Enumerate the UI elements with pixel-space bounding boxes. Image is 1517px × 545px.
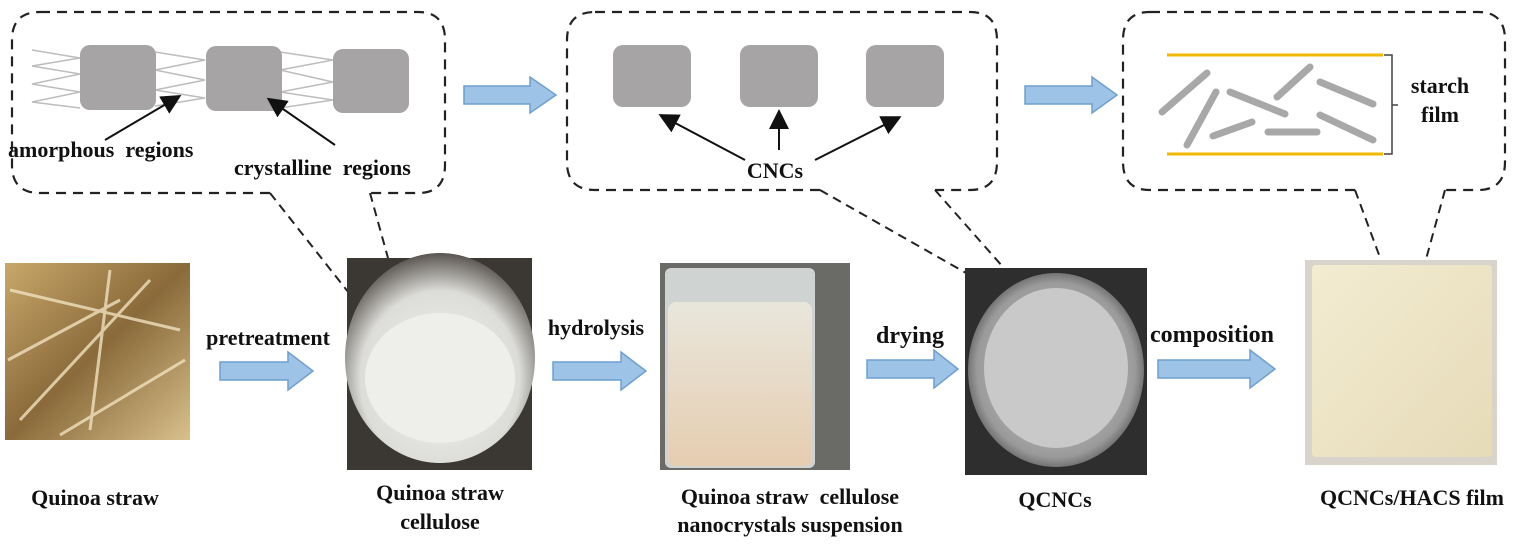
- crystalline-block: [333, 49, 409, 113]
- cncs-label: CNCs: [747, 158, 804, 183]
- process-label-pretreatment: pretreatment: [206, 325, 330, 350]
- crystalline-block: [80, 45, 156, 110]
- cellulose-bowl-photo: [345, 253, 535, 470]
- qcncs-dish-photo: [965, 268, 1147, 475]
- step-label-film: QCNCs/HACS film: [1320, 485, 1504, 510]
- cnc-block: [613, 45, 691, 107]
- block-arrow-right: [552, 350, 648, 392]
- starch-film-callout: starch film: [1121, 10, 1507, 192]
- block-arrow-right: [866, 348, 960, 390]
- cnc-block: [866, 45, 944, 107]
- block-arrow-right: [1024, 75, 1119, 115]
- process-label-hydrolysis: hydrolysis: [548, 315, 645, 340]
- bracket: [1384, 54, 1398, 155]
- block-arrow-right: [1157, 348, 1277, 390]
- quinoa-straw-photo: [5, 263, 190, 440]
- cnc-block: [740, 45, 818, 107]
- starch-label: starch: [1411, 73, 1469, 98]
- process-label-composition: composition: [1150, 322, 1274, 348]
- step-label-qcncs: QCNCs: [1018, 487, 1092, 512]
- amorphous-regions-label: amorphous regions: [8, 137, 194, 162]
- step-label-suspension-2: nanocrystals suspension: [677, 512, 903, 537]
- film-photo: [1305, 260, 1497, 465]
- film-label: film: [1421, 102, 1459, 127]
- amorphous-fibrils: [31, 49, 334, 109]
- step-label-cellulose-1: Quinoa straw: [376, 480, 504, 505]
- step-label-cellulose-2: cellulose: [400, 509, 480, 534]
- block-arrow-right: [219, 350, 315, 392]
- step-label-suspension-1: Quinoa straw cellulose: [681, 484, 899, 509]
- crystalline-block: [206, 46, 282, 111]
- fiber-callout: amorphous regions crystalline regions: [8, 10, 447, 195]
- crystalline-regions-label: crystalline regions: [234, 155, 411, 180]
- block-arrow-right: [463, 75, 558, 115]
- suspension-beaker-photo: [660, 263, 850, 470]
- step-label-quinoa-straw: Quinoa straw: [31, 485, 159, 510]
- process-label-drying: drying: [876, 323, 944, 349]
- cncs-callout: CNCs: [565, 10, 999, 192]
- cnc-rods: [1158, 63, 1377, 149]
